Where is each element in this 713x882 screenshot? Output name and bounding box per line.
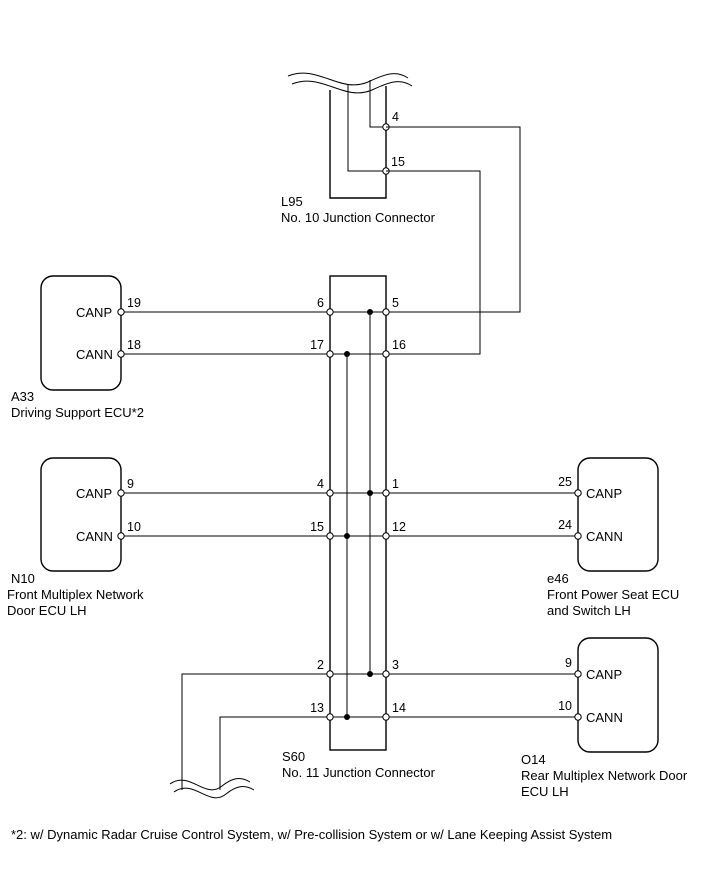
wire-s60-2-down xyxy=(181,673,330,790)
o14-code: O14 xyxy=(521,752,546,767)
pin-s60-4: 4 xyxy=(317,477,324,491)
o14-cann-label: CANN xyxy=(586,710,623,725)
pin-a33-19: 19 xyxy=(127,296,141,310)
a33-code: A33 xyxy=(11,389,34,404)
pin-e46-24: 24 xyxy=(558,518,572,532)
l95-code: L95 xyxy=(281,194,303,209)
e46-canp-label: CANP xyxy=(586,486,622,501)
wire-s60-13-down xyxy=(219,716,330,790)
e46-name-line1: Front Power Seat ECU xyxy=(547,587,679,602)
pin-s60-3: 3 xyxy=(392,658,399,672)
e46-cann-label: CANN xyxy=(586,529,623,544)
n10-cann-label: CANN xyxy=(76,529,113,544)
pin-n10-9: 9 xyxy=(127,477,134,491)
e46-ecu xyxy=(577,457,659,572)
pin-s60-12: 12 xyxy=(392,520,406,534)
o14-name-line2: ECU LH xyxy=(521,784,569,799)
pin-e46-25: 25 xyxy=(558,475,572,489)
o14-ecu xyxy=(577,637,659,753)
e46-code: e46 xyxy=(547,571,569,586)
pin-a33-18: 18 xyxy=(127,338,141,352)
a33-canp-label: CANP xyxy=(76,305,112,320)
a33-cann-label: CANN xyxy=(76,347,113,362)
s60-connector xyxy=(329,275,387,751)
n10-ecu xyxy=(40,457,122,572)
pin-s60-14: 14 xyxy=(392,701,406,715)
pin-s60-17: 17 xyxy=(310,338,324,352)
footnote: *2: w/ Dynamic Radar Cruise Control Syst… xyxy=(11,827,612,842)
e46-name-line2: and Switch LH xyxy=(547,603,631,618)
n10-name-line1: Front Multiplex Network xyxy=(7,587,144,602)
o14-canp-label: CANP xyxy=(586,667,622,682)
pin-s60-6: 6 xyxy=(317,296,324,310)
pin-s60-15: 15 xyxy=(310,520,324,534)
pin-s60-16: 16 xyxy=(392,338,406,352)
l95-name: No. 10 Junction Connector xyxy=(281,210,436,225)
a33-ecu xyxy=(40,275,122,391)
n10-name-line2: Door ECU LH xyxy=(7,603,86,618)
n10-code: N10 xyxy=(11,571,35,586)
pin-o14-9: 9 xyxy=(565,656,572,670)
pin-s60-13: 13 xyxy=(310,701,324,715)
pin-s60-1: 1 xyxy=(392,477,399,491)
wire-l95-15-to-s60-16 xyxy=(386,170,481,355)
o14-name-line1: Rear Multiplex Network Door xyxy=(521,768,688,783)
pin-s60-5: 5 xyxy=(392,296,399,310)
pin-l95-4: 4 xyxy=(392,110,399,124)
pin-n10-10: 10 xyxy=(127,520,141,534)
wire-l95-4-to-s60-5 xyxy=(386,126,521,313)
s60-code: S60 xyxy=(282,749,305,764)
pin-o14-10: 10 xyxy=(558,699,572,713)
a33-name: Driving Support ECU*2 xyxy=(11,405,144,420)
pin-s60-2: 2 xyxy=(317,658,324,672)
pin-l95-15: 15 xyxy=(391,155,405,169)
l95-connector xyxy=(287,72,413,199)
s60-name: No. 11 Junction Connector xyxy=(282,765,436,780)
n10-canp-label: CANP xyxy=(76,486,112,501)
